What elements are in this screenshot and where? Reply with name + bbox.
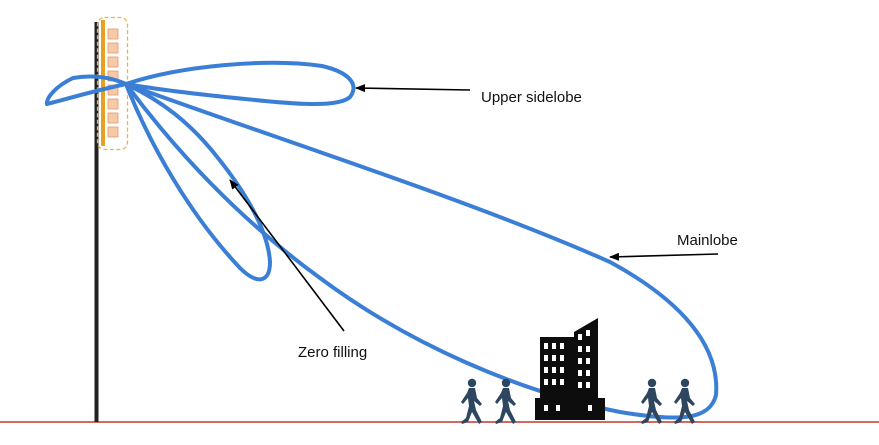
back-lobe (44, 74, 128, 106)
upper-sidelobe (124, 60, 356, 107)
mainlobe (124, 82, 719, 420)
city-building-icon (535, 318, 605, 420)
mainlobe-label: Mainlobe (677, 232, 738, 249)
upper-sidelobe-label: Upper sidelobe (481, 89, 582, 106)
mainlobe-arrow (609, 252, 719, 261)
zero-filling-label: Zero filling (298, 344, 368, 361)
radiation-lobes (44, 60, 719, 420)
antenna-elements (107, 28, 119, 138)
walking-person-icon (461, 378, 482, 424)
walking-person-icon (495, 378, 516, 424)
antenna-array-icon (96, 16, 129, 151)
zero-filling-arrow (229, 179, 345, 332)
zero-filling-lobe (124, 82, 272, 282)
antenna-pole (94, 22, 99, 422)
upper-sidelobe-arrow (355, 84, 471, 93)
